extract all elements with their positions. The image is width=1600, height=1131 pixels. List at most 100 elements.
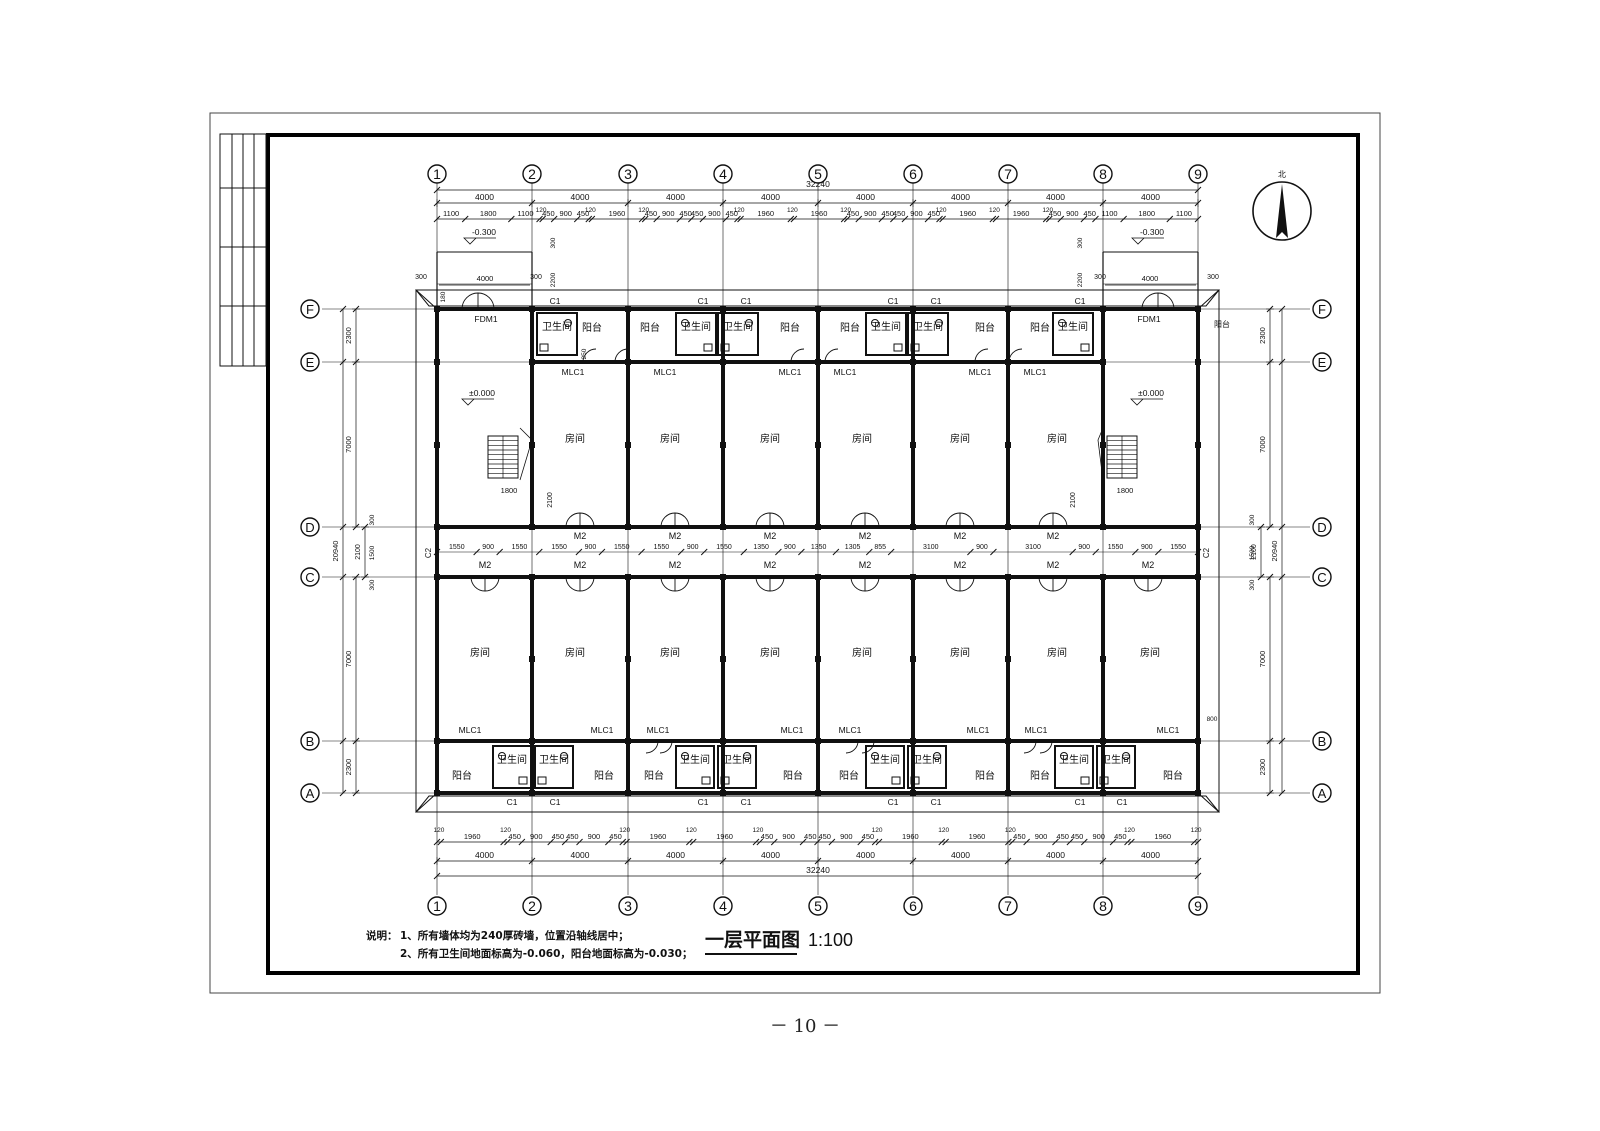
detail-dim-top-text: 900 [1066,209,1079,218]
bathroom-wall [907,312,949,356]
sink-icon [1080,776,1090,785]
detail-dim-bottom-text: 120 [752,827,763,834]
sink-icon [893,343,903,352]
detail-dim-bottom-text: 1960 [464,832,481,841]
door-tag-mlc1: MLC1 [459,725,482,735]
left-dim-lower-text: 2300 [344,759,353,776]
detail-dim-bottom-text: 450 [1114,832,1127,841]
balcony-label: 阳台 [1214,319,1230,329]
small-dim-text: 1500 [369,545,376,560]
entrance-dim-text: 4000 [477,274,494,283]
corridor-dim-text: 1550 [1170,544,1186,551]
door-swing [959,512,975,528]
sink-icon [703,343,713,352]
door-swing [1052,576,1068,592]
toilet-icon [743,752,751,760]
dim-tick [871,838,879,846]
corridor-dim-text: 900 [784,544,796,551]
dim-tick [1042,215,1050,223]
level-label: -0.300 [1140,227,1164,237]
dim-tick [461,215,469,223]
door-tag-fdm1: FDM1 [1137,314,1160,324]
corridor-dim-text: 1350 [811,544,827,551]
toilet-icon [564,319,572,327]
grid-bubble-label: 9 [1194,166,1202,182]
dim-tick [832,548,840,556]
sink-icon [701,776,711,785]
dim-tick [638,548,645,556]
window-tag-c2: C2 [424,547,433,558]
dim-tick [857,838,865,846]
window-tag-c1: C1 [507,797,518,807]
page-number: － 10 － [769,1016,841,1037]
dim-tick [875,838,883,846]
dim-tick [508,215,515,223]
door-swing [565,576,581,592]
door-tag-m2: M2 [669,531,682,541]
dim-tick [942,838,949,846]
door-swing [565,512,581,528]
detail-dim-bottom-text: 1960 [716,832,733,841]
window-tag-c1: C1 [888,296,899,306]
level-label: ±0.000 [1138,388,1164,398]
room-label: 房间 [565,646,585,659]
door-swing [864,576,880,592]
dim-tick [740,548,748,556]
bay-dim-top-text: 4000 [1141,192,1160,202]
grid-bubble [1312,731,1332,751]
door-tag-mlc1: MLC1 [967,725,990,735]
bathroom-wall [865,745,905,789]
bathroom [534,745,574,789]
grid-bubble-label: C [1317,570,1326,585]
balcony-label: 阳台 [644,769,664,782]
corridor-dim-text: 3100 [923,544,939,551]
corridor-dim-text: 1350 [753,544,769,551]
drawing-title-block: 一层平面图 1:100 [705,929,853,955]
sink-icon [1099,776,1109,785]
detail-dim-top-text: 450 [881,209,894,218]
corridor-dim-text: 1550 [614,544,630,551]
bay-dim-bottom-text: 4000 [951,850,970,860]
sink-icon [720,776,730,785]
detail-dim-bottom-text: 900 [588,832,601,841]
bath-label: 卫生间 [913,320,943,333]
bathroom [675,745,715,789]
dim-tick [598,548,606,556]
bathroom-wall [1052,312,1094,356]
balcony-label: 阳台 [1030,321,1050,334]
window-tag-c1: C1 [741,296,752,306]
right-dim-lower-text: 2300 [1258,759,1267,776]
corridor-dim-text: 1550 [1108,544,1124,551]
door-tag-mlc1: MLC1 [779,367,802,377]
toilet-icon [498,752,506,760]
door-tag-fdm1: FDM1 [474,314,497,324]
balcony-label: 阳台 [840,321,860,334]
bay-dim-bottom-text: 4000 [1046,850,1065,860]
sink-icon [910,343,920,352]
toilet-icon [1058,319,1066,327]
corridor-dim-text: 1550 [654,544,670,551]
dim-tick [843,215,851,223]
door-swing [579,512,595,528]
detail-dim-top-text: 120 [638,207,649,214]
bath-label: 卫生间 [680,753,710,766]
dim-tick [1131,548,1139,556]
roof-edge-bottom [414,795,1221,813]
door-swing [769,576,785,592]
grid-bubble [522,164,542,184]
detail-dim-top-text: 120 [1042,207,1053,214]
corridor-dim-text: 855 [874,544,886,551]
detail-dim-bottom-text: 450 [818,832,831,841]
small-dim-text: 300 [369,579,376,590]
detail-dim-bottom-text: 900 [782,832,795,841]
detail-dim-top-text: 1800 [480,209,497,218]
dim-tick [1045,215,1053,223]
bathroom-wall [717,745,757,789]
grid-bubble [998,896,1018,916]
door-tag-m2: M2 [764,531,777,541]
sink-icon [1080,343,1090,352]
detail-dim-bottom-text: 900 [1092,832,1105,841]
grid-bubble-label: 6 [909,898,917,914]
bay-dim-bottom-text: 4000 [571,850,590,860]
inner-border [266,133,1360,975]
